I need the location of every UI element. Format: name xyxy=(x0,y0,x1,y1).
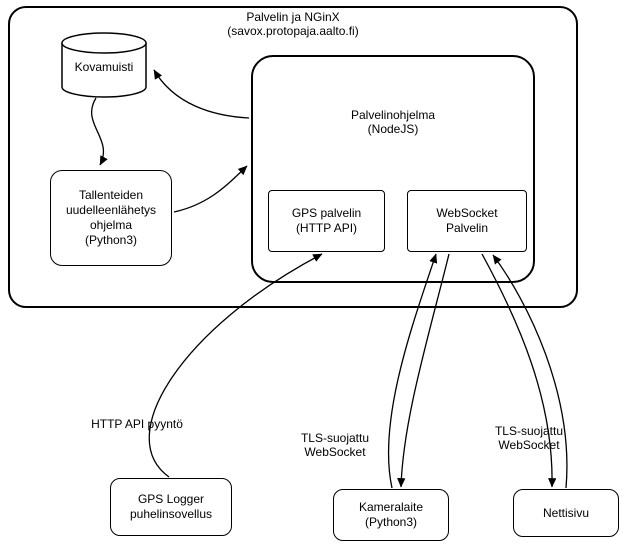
tallenteiden-line3: ohjelma xyxy=(89,218,133,232)
tallenteiden-line1: Tallenteiden xyxy=(78,188,144,202)
node-kovamuisti-label: Kovamuisti xyxy=(74,60,134,74)
tls-right-line1: TLS-suojattu xyxy=(494,424,564,438)
tallenteiden-line2: uudelleenlähetys xyxy=(65,203,157,217)
server-container-title: Palvelin ja NGinX (savox.protopaja.aalto… xyxy=(93,10,493,38)
palvelinohjelma-line2: (NodeJS) xyxy=(367,122,419,136)
websocket-palvelin-line2: Palvelin xyxy=(445,221,489,235)
node-gps-logger: GPS Logger puhelinsovellus xyxy=(110,478,232,536)
kameralaite-line1: Kameralaite xyxy=(358,500,424,514)
gps-logger-line1: GPS Logger xyxy=(137,492,205,506)
palvelinohjelma-title: Palvelinohjelma (NodeJS) xyxy=(251,108,535,136)
node-websocket-palvelin: WebSocket Palvelin xyxy=(407,190,527,252)
tls-middle-line2: WebSocket xyxy=(304,445,366,459)
http-api-label-line1: HTTP API pyyntö xyxy=(91,417,183,431)
kameralaite-line2: (Python3) xyxy=(364,515,418,529)
gps-logger-line2: puhelinsovellus xyxy=(129,507,213,521)
websocket-palvelin-line1: WebSocket xyxy=(436,206,498,220)
tallenteiden-line4: (Python3) xyxy=(84,233,138,247)
node-kameralaite: Kameralaite (Python3) xyxy=(333,489,449,541)
edge-label-tls-right: TLS-suojattu WebSocket xyxy=(479,424,579,452)
tls-middle-line1: TLS-suojattu xyxy=(300,431,370,445)
edge-label-http-api: HTTP API pyyntö xyxy=(62,417,212,431)
server-title-line1: Palvelin ja NGinX xyxy=(246,10,340,24)
edge-label-tls-middle: TLS-suojattu WebSocket xyxy=(285,431,385,459)
node-nettisivu: Nettisivu xyxy=(513,489,619,537)
node-gps-palvelin: GPS palvelin (HTTP API) xyxy=(268,190,385,252)
server-title-line2: (savox.protopaja.aalto.fi) xyxy=(227,24,359,38)
palvelinohjelma-line1: Palvelinohjelma xyxy=(350,108,436,122)
node-tallenteiden: Tallenteiden uudelleenlähetys ohjelma (P… xyxy=(50,170,172,266)
tls-right-line2: WebSocket xyxy=(498,438,560,452)
nettisivu-line1: Nettisivu xyxy=(542,505,589,520)
gps-palvelin-line1: GPS palvelin xyxy=(291,206,362,220)
gps-palvelin-line2: (HTTP API) xyxy=(295,221,358,235)
